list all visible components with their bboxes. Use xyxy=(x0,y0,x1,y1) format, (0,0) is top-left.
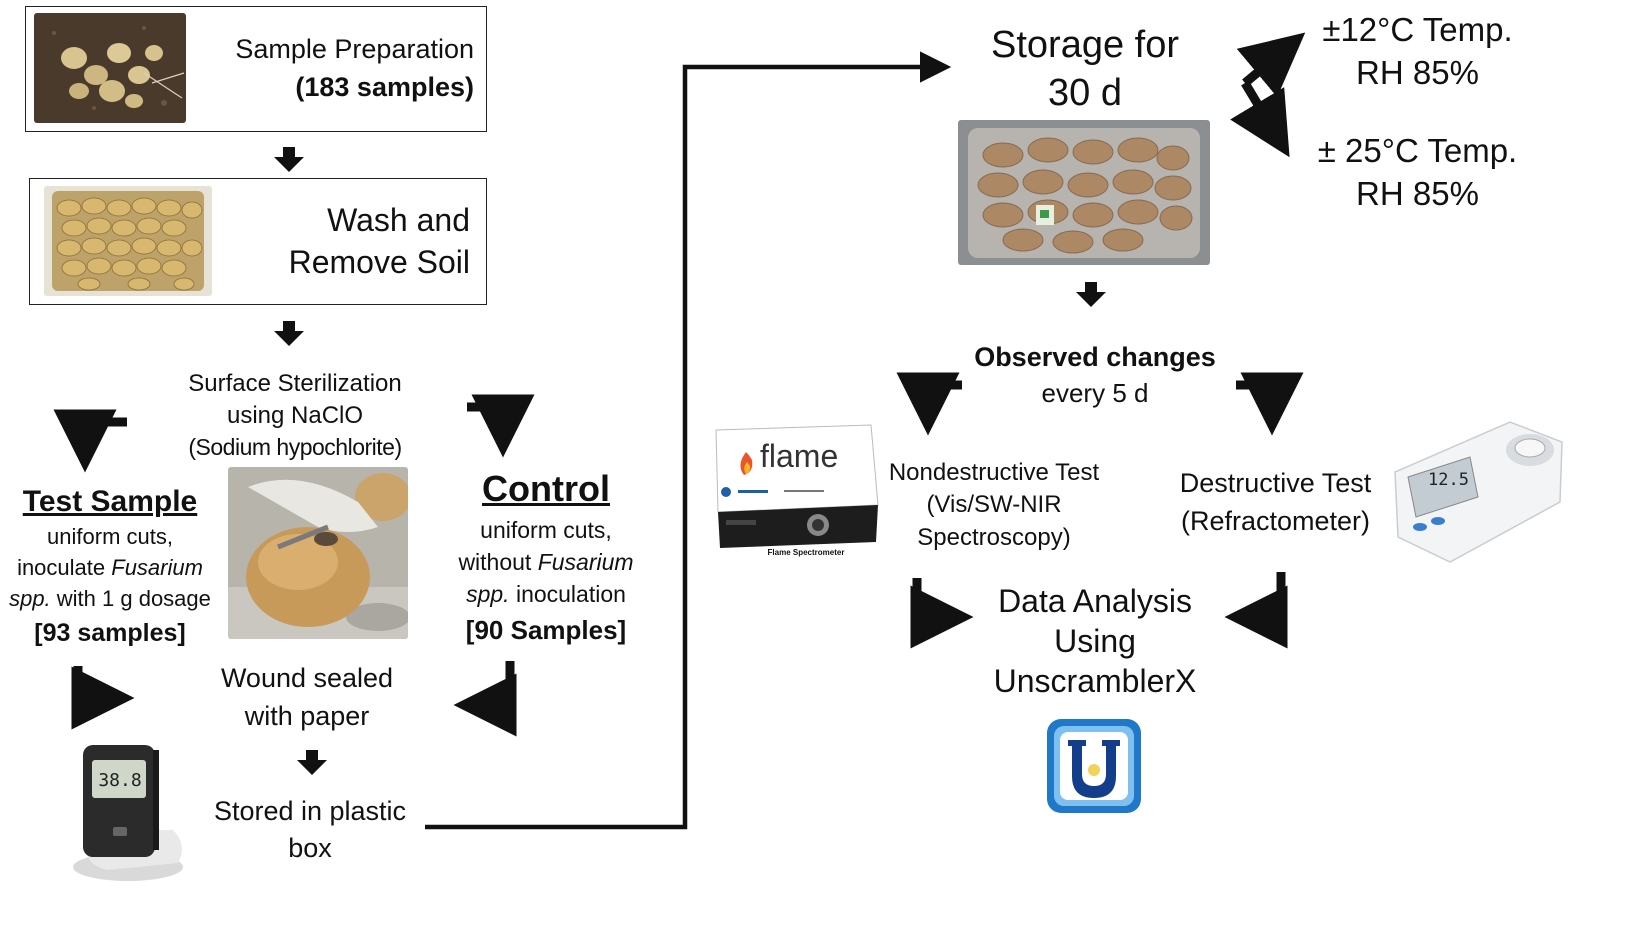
down-arrow-2 xyxy=(274,321,304,346)
test-sample-line-2b: Fusarium xyxy=(111,555,203,580)
condition-1-line-1: ±12°C Temp. xyxy=(1322,11,1513,48)
nondestructive-line-3: Spectroscopy) xyxy=(917,524,1071,551)
analysis-line-1: Data Analysis xyxy=(998,583,1192,619)
potatoes-soil-photo xyxy=(34,13,186,123)
analysis-line-2: Using xyxy=(1054,623,1136,659)
nondestructive-line-2: (Vis/SW-NIR xyxy=(926,491,1062,518)
nondestructive-line-1: Nondestructive Test xyxy=(888,459,1100,486)
sample-preparation-box: Sample Preparation (183 samples) xyxy=(25,6,487,132)
down-arrow-4 xyxy=(1076,282,1106,307)
wound-line-2: with paper xyxy=(244,701,370,731)
down-arrow-1 xyxy=(274,147,304,172)
sample-preparation-count: (183 samples) xyxy=(295,72,474,102)
control-line-2b: Fusarium xyxy=(537,549,634,575)
potatoes-soil-image xyxy=(34,13,186,123)
wash-line-1: Wash and xyxy=(327,202,470,238)
sterilization-line-2: using NaClO xyxy=(226,402,364,429)
flame-spectrometer-image xyxy=(715,424,879,548)
condition-1-line-2: RH 85% xyxy=(1356,54,1479,91)
storage-box-photo xyxy=(958,120,1210,265)
connector-to-storage xyxy=(425,51,952,830)
data-logger-image xyxy=(73,745,183,881)
storage-box-image xyxy=(958,120,1210,265)
condition-2-line-1: ± 25°C Temp. xyxy=(1317,132,1518,169)
test-sample-line-3a: spp. xyxy=(9,586,51,611)
wash-box: Wash and Remove Soil xyxy=(29,178,487,305)
washed-potatoes-photo xyxy=(44,186,212,296)
storage-line-2: 30 d xyxy=(1048,72,1122,114)
stored-line-1: Stored in plastic xyxy=(213,796,407,826)
elbow-arrow-destructive xyxy=(1236,372,1304,436)
flame-spectrometer-device: flame Flame Spectrometer xyxy=(706,420,882,560)
inoculation-image xyxy=(228,467,408,639)
elbow-arrow-analysis-right xyxy=(1224,572,1288,649)
destructive-line-1: Destructive Test xyxy=(1179,468,1372,498)
test-sample-line-2a: inoculate xyxy=(17,555,112,580)
flame-brand-label: flame xyxy=(760,438,839,474)
refractometer-display: 12.5 xyxy=(1428,470,1469,490)
wound-line-1: Wound sealed xyxy=(220,663,394,693)
test-sample-line-3b: with 1 g dosage xyxy=(50,586,211,611)
flame-spectrometer-caption: Flame Spectrometer xyxy=(767,548,845,557)
unscrambler-logo-image xyxy=(1047,719,1141,813)
test-sample-title: Test Sample xyxy=(22,485,198,518)
elbow-arrow-test-down xyxy=(71,666,135,730)
test-sample-count: [93 samples] xyxy=(34,619,186,647)
wash-line-2: Remove Soil xyxy=(288,244,470,280)
condition-2-line-2: RH 85% xyxy=(1356,175,1479,212)
down-arrow-3 xyxy=(297,750,327,775)
zigzag-arrow-upper xyxy=(1236,32,1306,98)
analysis-line-3: UnscramblerX xyxy=(993,663,1197,699)
elbow-arrow-test xyxy=(53,409,127,473)
data-logger-device: 38.8 xyxy=(68,735,193,885)
control-line-3a: spp. xyxy=(466,581,510,607)
storage-line-1: Storage for xyxy=(991,24,1179,66)
elbow-arrow-control-down xyxy=(453,661,517,737)
sterilization-line-3: (Sodium hypochlorite) xyxy=(188,434,402,460)
control-line-2: without Fusarium xyxy=(440,548,652,576)
sterilization-line-1: Surface Sterilization xyxy=(188,370,402,397)
refractometer-device: 12.5 xyxy=(1390,412,1565,572)
washed-potatoes-image xyxy=(44,186,212,296)
test-sample-line-1: uniform cuts, xyxy=(47,524,173,549)
elbow-arrow-analysis-left xyxy=(910,578,974,649)
destructive-line-2: (Refractometer) xyxy=(1180,506,1371,536)
inoculation-photo xyxy=(228,467,408,639)
control-line-3: spp. inoculation xyxy=(440,580,652,608)
control-line-3b: inoculation xyxy=(509,581,626,607)
test-sample-line-3: spp. with 1 g dosage xyxy=(0,586,220,613)
zigzag-arrow-lower xyxy=(1230,80,1290,158)
elbow-arrow-control xyxy=(467,394,535,458)
observed-line-1: Observed changes xyxy=(974,342,1216,372)
observed-line-2: every 5 d xyxy=(1041,378,1149,408)
control-count: [90 Samples] xyxy=(465,615,627,645)
refractometer-image xyxy=(1394,421,1563,563)
data-logger-display: 38.8 xyxy=(98,770,142,791)
control-title: Control xyxy=(482,468,610,509)
sample-preparation-title: Sample Preparation xyxy=(235,34,474,64)
elbow-arrow-nondestructive xyxy=(896,372,962,436)
control-line-2a: without xyxy=(458,549,538,575)
control-line-1: uniform cuts, xyxy=(480,517,612,543)
stored-line-2: box xyxy=(288,833,332,863)
unscrambler-logo-icon: U xyxy=(1046,718,1142,814)
test-sample-line-2: inoculate Fusarium xyxy=(0,555,220,582)
